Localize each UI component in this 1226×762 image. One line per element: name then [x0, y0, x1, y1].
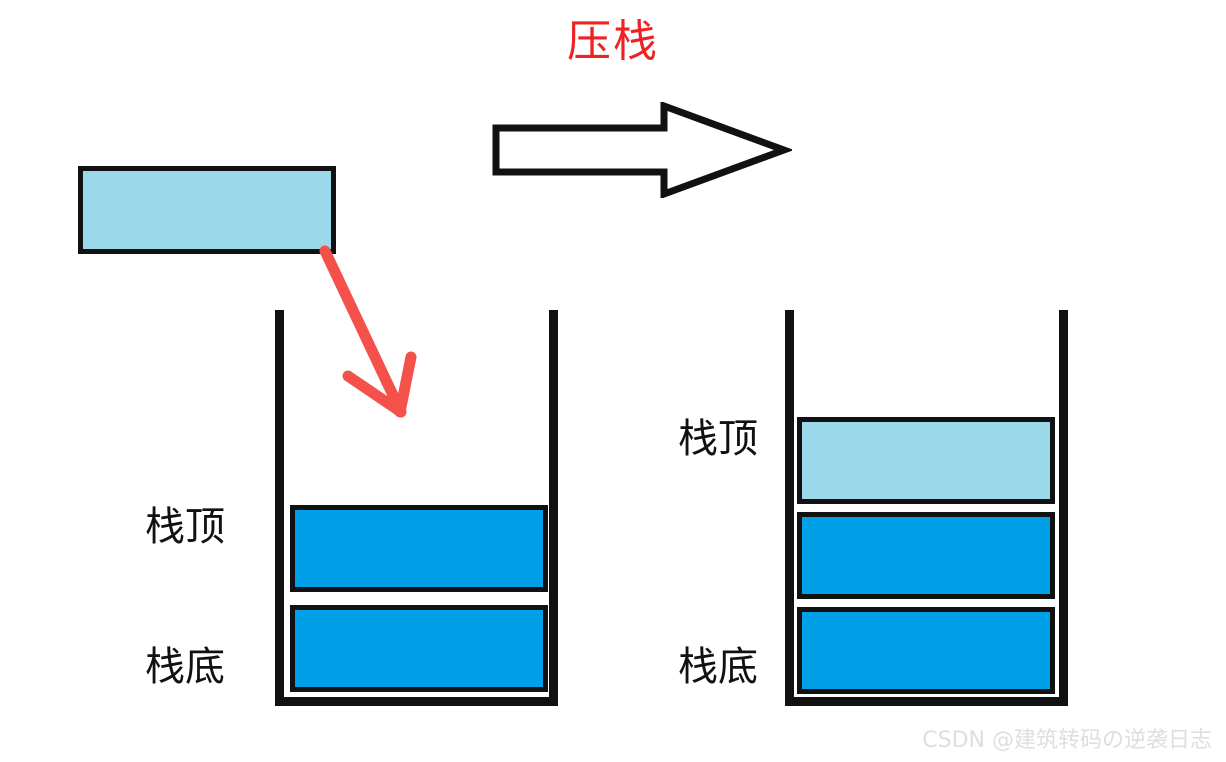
insert-direction-arrow	[300, 245, 460, 435]
right-stack-cell-middle	[797, 512, 1055, 599]
right-stack-container	[785, 310, 1068, 706]
left-stack-cell-bottom	[290, 605, 548, 692]
right-stack-wall-left	[785, 310, 794, 706]
push-arrow-icon	[492, 100, 795, 200]
left-stack-container	[275, 310, 558, 706]
left-stack-wall-right	[549, 310, 558, 706]
right-stack-cell-top	[797, 417, 1055, 504]
right-stack-wall-bottom	[785, 697, 1068, 706]
left-stack-top-label: 栈顶	[145, 504, 225, 550]
left-stack-bottom-label: 栈底	[145, 644, 225, 690]
left-stack-wall-left	[275, 310, 284, 706]
right-stack-top-label: 栈顶	[678, 416, 758, 462]
left-stack-cell-top	[290, 505, 548, 592]
insert-direction-arrow-icon	[319, 245, 417, 418]
right-stack-wall-right	[1059, 310, 1068, 706]
incoming-block	[78, 166, 336, 254]
watermark: CSDN @建筑转码の逆袭日志	[922, 728, 1212, 753]
right-stack-bottom-label: 栈底	[678, 644, 758, 690]
page-title: 压栈	[567, 16, 659, 67]
right-stack-cell-bottom	[797, 607, 1055, 694]
push-arrow	[488, 100, 795, 200]
left-stack-wall-bottom	[275, 697, 558, 706]
